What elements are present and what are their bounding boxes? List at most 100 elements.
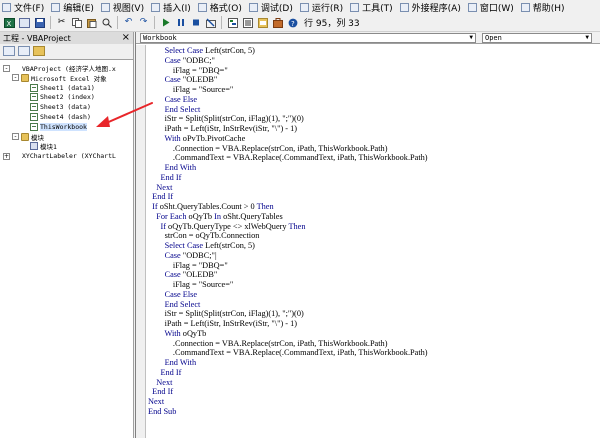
menu-item-0[interactable]: 文件(F) xyxy=(0,0,49,14)
code-keyword: End If xyxy=(160,172,182,182)
collapse-icon[interactable]: - xyxy=(12,133,19,141)
menu-item-label: 编辑(E) xyxy=(63,3,94,14)
menu-item-9[interactable]: 窗口(W) xyxy=(466,0,519,14)
menu-item-4[interactable]: 格式(O) xyxy=(196,0,247,14)
expand-icon[interactable]: + xyxy=(3,152,10,160)
tree-item[interactable]: -VBAProject (经济学人地图.x xyxy=(3,63,116,73)
menu-item-10[interactable]: 帮助(H) xyxy=(519,0,570,14)
paste-icon[interactable] xyxy=(85,16,98,29)
code-text: iPath = Left(iStr, InStrRev(iStr, "\") -… xyxy=(148,319,298,328)
code-margin-indicator-bar[interactable] xyxy=(136,45,146,438)
properties-icon[interactable] xyxy=(241,16,254,29)
code-text: Left(strCon, 5) xyxy=(203,46,255,55)
file-icon xyxy=(2,2,12,12)
tree-item[interactable]: Sheet2 (index) xyxy=(21,92,95,102)
toggle-folders-icon[interactable] xyxy=(33,46,45,56)
tree-item-label: XYChartLabeler (XYChartL xyxy=(22,152,116,161)
code-keyword: With xyxy=(164,328,181,338)
tree-item[interactable]: + XYChartLabeler (XYChartL xyxy=(3,151,116,161)
code-text: iStr = Split(Split(strCon, iFlag)(1), ";… xyxy=(148,309,304,319)
redo-icon[interactable]: ↷ xyxy=(139,17,148,27)
menu-item-label: 格式(O) xyxy=(209,3,242,14)
excel-view-icon[interactable]: X xyxy=(3,16,16,29)
menu-item-label: 文件(F) xyxy=(14,3,45,14)
toolbox-icon[interactable] xyxy=(271,16,284,29)
object-dropdown[interactable]: Workbook ▼ xyxy=(140,32,476,43)
copy-icon[interactable] xyxy=(70,16,83,29)
code-line: .Connection = VBA.Replace(strCon, iPath,… xyxy=(148,144,598,154)
sheet-icon xyxy=(30,93,38,102)
menu-item-label: 窗口(W) xyxy=(479,3,514,14)
code-line: .CommandText = VBA.Replace(.CommandText,… xyxy=(148,348,598,358)
cursor-position-status: 行 95，列 33 xyxy=(304,19,360,29)
procedure-dropdown-value: Open xyxy=(485,33,502,42)
run-icon[interactable] xyxy=(159,16,172,29)
code-editor[interactable]: Select Case Left(strCon, 5) Case "ODBC;"… xyxy=(148,46,598,438)
menu-item-5[interactable]: 调试(D) xyxy=(247,0,298,14)
project-explorer-toolbar xyxy=(0,44,133,58)
svg-text:?: ? xyxy=(291,20,295,28)
undo-icon[interactable]: ↶ xyxy=(124,17,133,27)
object-browser-icon[interactable] xyxy=(256,16,269,29)
save-icon[interactable] xyxy=(33,16,46,29)
code-window: Workbook ▼ Open ▼ Select Case Left(strCo… xyxy=(135,32,600,438)
code-line: For Each oQyTb In oSht.QueryTables xyxy=(148,212,598,222)
view-object-icon[interactable] xyxy=(18,46,30,56)
run-icon xyxy=(299,2,310,12)
code-text xyxy=(148,222,160,231)
tree-item[interactable]: Sheet1 (data1) xyxy=(21,83,95,93)
object-dropdown-value: Workbook xyxy=(143,33,177,42)
tree-item[interactable]: ThisWorkbook xyxy=(21,122,87,132)
reset-icon[interactable] xyxy=(189,16,202,29)
code-text: .Connection = VBA.Replace(strCon, iPath,… xyxy=(148,338,388,348)
menu-item-1[interactable]: 编辑(E) xyxy=(49,0,99,14)
menu-item-2[interactable]: 视图(V) xyxy=(99,0,149,14)
code-keyword: Case xyxy=(164,55,181,65)
code-line: With oQyTb xyxy=(148,329,598,339)
tree-item[interactable]: Sheet3 (data) xyxy=(21,102,91,112)
menu-item-7[interactable]: 工具(T) xyxy=(348,0,398,14)
procedure-dropdown[interactable]: Open ▼ xyxy=(482,32,592,43)
menu-item-3[interactable]: 插入(I) xyxy=(149,0,196,14)
code-text: oSht.QueryTables xyxy=(221,211,283,221)
tree-item[interactable]: 模块1 xyxy=(21,141,57,151)
code-text: iFlag = "Source=" xyxy=(148,85,234,94)
close-icon[interactable]: × xyxy=(121,32,130,43)
find-icon[interactable] xyxy=(100,16,113,29)
menu-item-6[interactable]: 运行(R) xyxy=(298,0,348,14)
tree-item[interactable]: -Microsoft Excel 对象 xyxy=(12,73,107,83)
code-keyword: End If xyxy=(160,367,182,377)
tree-item[interactable]: Sheet4 (dash) xyxy=(21,112,91,122)
code-line: End If xyxy=(148,368,598,378)
menu-item-8[interactable]: 外接程序(A) xyxy=(398,0,466,14)
code-line: iFlag = "Source=" xyxy=(148,280,598,290)
code-line: iStr = Split(Split(strCon, iFlag)(1), ";… xyxy=(148,309,598,319)
project-explorer-icon[interactable] xyxy=(226,16,239,29)
project-explorer-title: 工程 - VBAProject xyxy=(3,33,71,43)
code-text: Left(strCon, 5) xyxy=(203,241,255,250)
code-keyword: Next xyxy=(156,377,173,387)
collapse-icon[interactable]: - xyxy=(12,74,19,82)
project-icon xyxy=(12,152,20,160)
debug-icon xyxy=(248,2,259,12)
help-icon[interactable]: ? xyxy=(286,16,299,29)
tree-item[interactable]: -模块 xyxy=(12,132,44,142)
code-text: oQyTb.QueryType <> xlWebQuery xyxy=(165,221,289,231)
code-keyword: Then xyxy=(288,221,306,231)
code-line: Next xyxy=(148,183,598,193)
code-line: End Select xyxy=(148,105,598,115)
collapse-icon[interactable]: - xyxy=(3,64,10,72)
code-keyword: Case Else xyxy=(164,289,198,299)
code-line: Case "OLEDB" xyxy=(148,270,598,280)
cut-icon[interactable]: ✂ xyxy=(57,17,66,27)
view-code-icon[interactable] xyxy=(3,46,15,56)
chevron-down-icon: ▼ xyxy=(585,34,589,41)
code-text xyxy=(148,105,165,114)
break-icon[interactable] xyxy=(174,16,187,29)
code-text: .CommandText = VBA.Replace(.CommandText,… xyxy=(148,348,428,358)
code-line: .Connection = VBA.Replace(strCon, iPath,… xyxy=(148,339,598,349)
code-line: Case "OLEDB" xyxy=(148,75,598,85)
code-text xyxy=(148,329,164,338)
design-mode-icon[interactable] xyxy=(204,16,217,29)
insert-module-icon[interactable] xyxy=(18,16,31,29)
